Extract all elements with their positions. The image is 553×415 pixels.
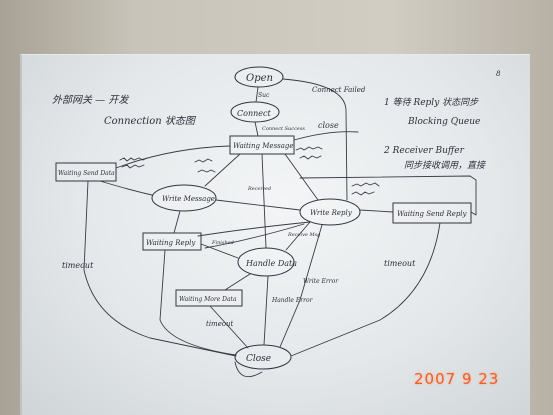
edge-label-write-error: Write Error [303,278,339,285]
note-2b: 同步接收调用，直接 [404,160,486,171]
edge-label-close: close [318,121,339,130]
edge-connect-waiting-message [255,122,258,136]
edge-waiting-message-send-data [116,146,230,168]
edge-label-handle-error: Handle Error [271,297,314,304]
edge-write-message-waiting-reply [174,211,180,233]
edge-label-timeout-left: timeout [62,261,94,270]
state-open-label: Open [246,73,273,84]
edge-handle-close [264,276,268,345]
edge-left-loop-close [84,181,236,356]
edge-write-reply-close [280,225,322,347]
edge-label-finished: Finished [211,240,234,246]
scribble-5 [352,183,379,186]
edge-label-receive-msg: Receive Msg [287,232,320,238]
scribble-8 [198,170,215,172]
scribble-6 [352,192,374,195]
page-number: 8 [496,70,501,78]
board-title-line1: 外部网关 — 开发 [52,94,129,106]
state-write-message-label: Write Message [162,195,215,203]
scribble-1 [120,158,147,161]
state-write-reply-label: Write Reply [310,209,353,217]
note-1: 1 等待 Reply 状态同步 [384,97,479,108]
state-close-label: Close [246,354,271,364]
edge-waiting-message-handle [262,154,266,248]
note-2: 2 Receiver Buffer [383,146,465,156]
edge-handle-more-data [225,274,250,290]
state-waiting-more-data-label: Waiting More Data [179,296,237,303]
edge-send-data-write-message [100,181,152,195]
state-waiting-message-label: Waiting Message [233,142,294,150]
scribble-3 [296,147,322,150]
edge-waiting-message-write-reply [285,154,318,200]
state-waiting-send-data-label: Waiting Send Data [58,170,115,177]
edge-write-reply-send-reply [360,210,393,212]
state-handle-data-label: Handle Data [245,259,297,268]
scribble-4 [300,156,321,159]
scribble-7 [195,159,212,162]
state-connect-label: Connect [237,109,271,118]
edge-write-message-write-reply [216,200,300,210]
state-waiting-send-reply-label: Waiting Send Reply [397,210,468,218]
note-1b: Blocking Queue [407,117,480,127]
edge-label-connected: Suc [258,92,270,99]
edge-waiting-message-close [294,132,358,140]
edge-label-connect-failed: Connect Failed [312,86,366,94]
edge-waiting-reply-handle [201,244,238,258]
date-stamp: 2007 9 23 [414,370,499,388]
edge-label-timeout-bottom: timeout [206,320,234,328]
scribble-2 [122,165,144,168]
state-waiting-reply-label: Waiting Reply [146,239,196,247]
edge-label-timeout-right: timeout [384,259,416,268]
edge-label-received: Received [247,186,271,192]
edge-right-loop-close [291,223,440,356]
board-title-line2: Connection 状态图 [104,115,197,127]
edge-label-connect-success: Connect Success [262,126,305,132]
